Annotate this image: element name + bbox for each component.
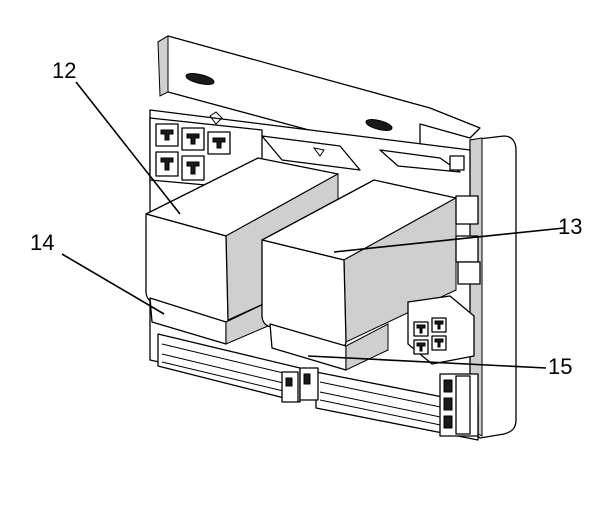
callout-15: 15 (548, 354, 572, 379)
socket-tabs-top (261, 135, 465, 173)
callout-14: 14 (30, 230, 54, 255)
relay-13 (261, 179, 457, 348)
leader-13 (333, 227, 565, 253)
leader-14 (61, 253, 165, 315)
connector-lower-left (157, 333, 301, 403)
connector-lower-right (299, 367, 479, 441)
callout-13: 13 (558, 214, 582, 239)
socket-cluster-right (407, 195, 481, 365)
mounting-bracket (157, 35, 481, 161)
callout-leaders (61, 81, 565, 369)
callout-labels: 12 13 14 15 (30, 58, 582, 379)
leader-12 (75, 81, 181, 215)
callout-12: 12 (52, 58, 76, 83)
leader-15 (307, 355, 547, 369)
mounting-slot-left (185, 73, 215, 85)
mounting-slot-right (365, 119, 393, 131)
relay-14-base (149, 297, 269, 345)
